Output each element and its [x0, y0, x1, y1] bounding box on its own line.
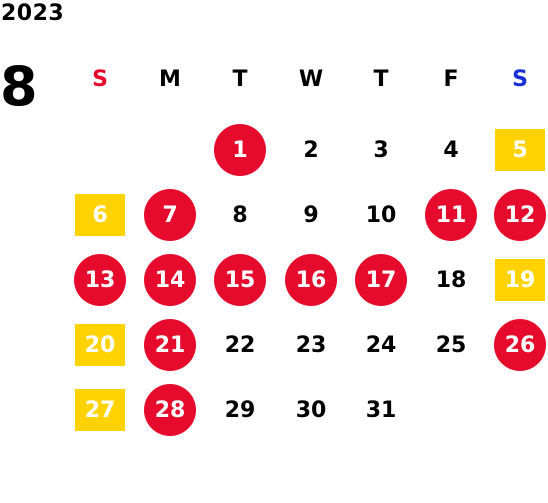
day-cell-8[interactable]: 8	[232, 202, 248, 228]
weekday-label: F	[443, 67, 459, 92]
day-cell-20[interactable]: 20	[75, 324, 125, 366]
day-cell-21[interactable]: 21	[144, 319, 196, 371]
day-cell-1[interactable]: 1	[214, 124, 266, 176]
day-cell-31[interactable]: 31	[365, 397, 397, 423]
calendar-month: 8	[0, 55, 38, 118]
day-cell-28[interactable]: 28	[144, 384, 196, 436]
day-cell-13[interactable]: 13	[74, 254, 126, 306]
weekday-label: S	[512, 67, 528, 92]
day-cell-19[interactable]: 19	[495, 259, 545, 301]
day-cell-18[interactable]: 18	[435, 267, 467, 293]
day-cell-3[interactable]: 3	[373, 137, 389, 163]
day-cell-14[interactable]: 14	[144, 254, 196, 306]
day-cell-12[interactable]: 12	[494, 189, 546, 241]
day-cell-2[interactable]: 2	[303, 137, 319, 163]
day-cell-6[interactable]: 6	[75, 194, 125, 236]
day-cell-7[interactable]: 7	[144, 189, 196, 241]
day-cell-23[interactable]: 23	[295, 332, 327, 358]
weekday-label: T	[373, 67, 389, 92]
day-cell-25[interactable]: 25	[435, 332, 467, 358]
day-cell-11[interactable]: 11	[425, 189, 477, 241]
weekday-label: M	[159, 67, 181, 92]
day-cell-17[interactable]: 17	[355, 254, 407, 306]
day-cell-22[interactable]: 22	[224, 332, 256, 358]
weekday-label: T	[232, 67, 248, 92]
day-cell-24[interactable]: 24	[365, 332, 397, 358]
weekday-label: W	[298, 67, 324, 92]
day-cell-26[interactable]: 26	[494, 319, 546, 371]
day-cell-4[interactable]: 4	[443, 137, 459, 163]
day-cell-16[interactable]: 16	[285, 254, 337, 306]
day-cell-5[interactable]: 5	[495, 129, 545, 171]
day-cell-10[interactable]: 10	[365, 202, 397, 228]
day-cell-30[interactable]: 30	[295, 397, 327, 423]
weekday-label: S	[92, 67, 108, 92]
calendar-year: 2023	[1, 1, 65, 26]
day-cell-9[interactable]: 9	[303, 202, 319, 228]
day-cell-27[interactable]: 27	[75, 389, 125, 431]
day-cell-15[interactable]: 15	[214, 254, 266, 306]
day-cell-29[interactable]: 29	[224, 397, 256, 423]
